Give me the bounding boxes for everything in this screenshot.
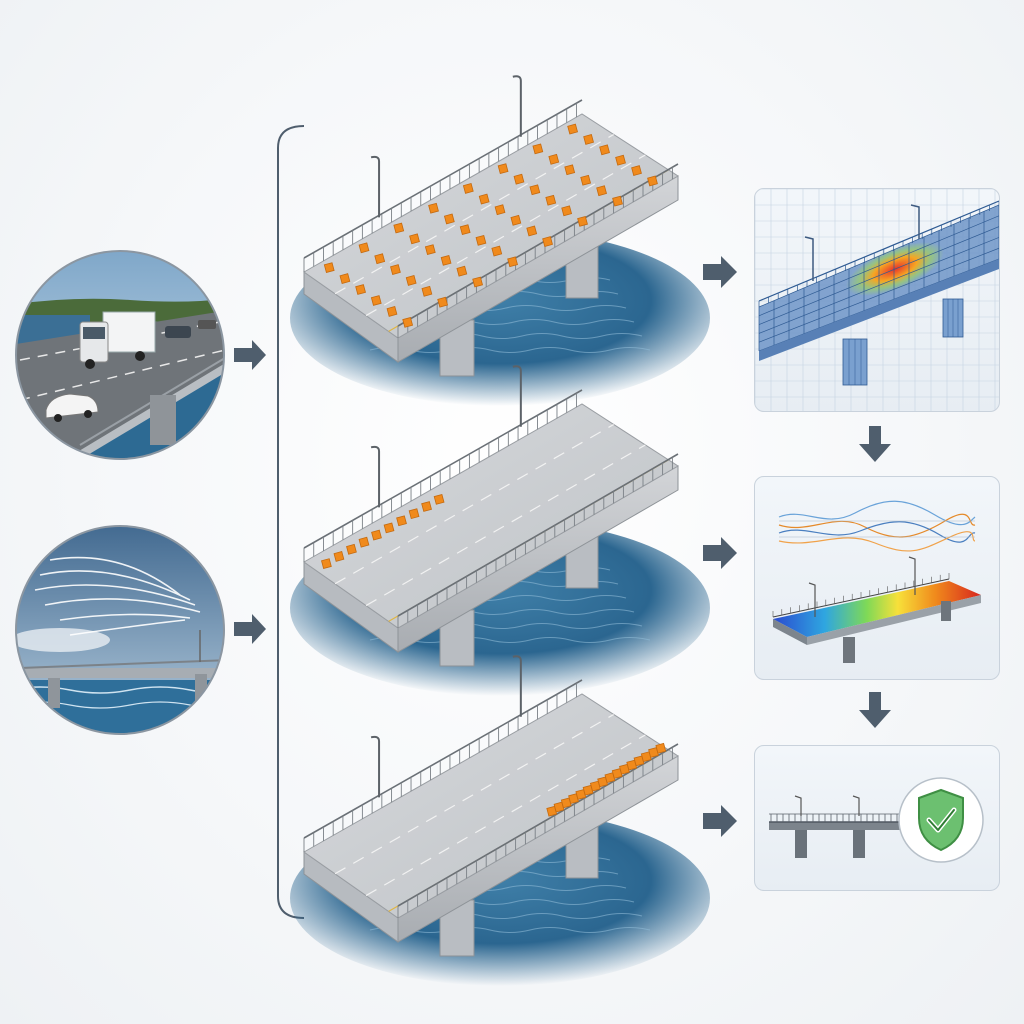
mesh-heatmap-icon (755, 189, 999, 411)
sensor-marker (438, 297, 448, 307)
edge-sensor-layout-a (290, 366, 710, 696)
sensor-marker (479, 194, 489, 204)
sensor-marker (530, 185, 540, 195)
waveform-heatmap-icon (755, 477, 999, 679)
sensor-marker (397, 516, 407, 526)
sensor-marker (473, 277, 483, 287)
sensor-marker (463, 184, 473, 194)
sensor-marker (476, 235, 486, 245)
signal-response-panel (754, 476, 1000, 680)
sensor-marker (334, 552, 344, 562)
sensor-marker (422, 502, 432, 512)
street-lamp (513, 76, 521, 136)
sensor-marker (403, 317, 413, 327)
layout1-to-panel1-arrow (703, 256, 737, 288)
safety-assessment-panel (754, 745, 1000, 891)
sensor-marker (549, 154, 559, 164)
sensor-marker (410, 234, 420, 244)
sensor-marker (359, 243, 369, 253)
wind-scene-icon (10, 520, 230, 740)
sensor-marker (340, 274, 350, 284)
sensor-marker (434, 494, 444, 504)
sensor-marker (597, 186, 607, 196)
sensor-marker (422, 286, 432, 296)
shield-check-icon (755, 746, 999, 890)
street-lamp (371, 447, 379, 508)
sensor-marker (375, 254, 385, 264)
sensor-marker (527, 226, 537, 236)
sensor-marker (387, 307, 397, 317)
sensor-marker (391, 265, 401, 275)
layouts-bracket (278, 126, 304, 918)
sensor-marker (429, 203, 439, 213)
sensor-marker (511, 215, 521, 225)
sensor-marker (568, 124, 578, 134)
sensor-marker (495, 205, 505, 215)
sensor-marker (562, 206, 572, 216)
sensor-marker (498, 164, 508, 174)
sensor-marker (384, 523, 394, 533)
wind-to-layouts-arrow (234, 614, 266, 644)
sensor-marker (581, 175, 591, 185)
street-lamp (371, 737, 379, 798)
sensor-marker (371, 296, 381, 306)
layout3-to-panel3-arrow (703, 805, 737, 837)
sensor-marker (616, 155, 626, 165)
sensor-marker (584, 135, 594, 145)
sensor-marker (533, 144, 543, 154)
street-lamp (371, 157, 379, 218)
sensor-marker (441, 255, 451, 265)
sensor-marker (460, 225, 470, 235)
sensor-marker (514, 174, 524, 184)
sensor-marker (578, 216, 588, 226)
sensor-marker (565, 165, 575, 175)
sensor-marker (543, 237, 553, 247)
sensor-marker (406, 276, 416, 286)
edge-sensor-layout-b (290, 656, 710, 986)
finite-element-model-panel (754, 188, 1000, 412)
sensor-marker (372, 530, 382, 540)
sensor-layouts-group (290, 76, 710, 986)
sensor-marker (356, 285, 366, 295)
sensor-marker (457, 266, 467, 276)
sensor-marker (324, 263, 334, 273)
traffic-scene-icon (10, 250, 230, 470)
sensor-marker (632, 166, 642, 176)
sensor-marker (347, 544, 357, 554)
panel2-to-panel3-arrow (859, 692, 891, 728)
sensor-marker (425, 245, 435, 255)
sensor-marker (359, 537, 369, 547)
panel1-to-panel2-arrow (859, 426, 891, 462)
full-grid-sensor-layout (290, 76, 710, 406)
traffic-to-layouts-arrow (234, 340, 266, 370)
layout2-to-panel2-arrow (703, 537, 737, 569)
sensor-marker (656, 743, 666, 753)
sensor-marker (492, 246, 502, 256)
sensor-marker (508, 257, 518, 267)
sensor-marker (613, 196, 623, 206)
sensor-marker (600, 145, 610, 155)
sensor-marker (444, 214, 454, 224)
sensor-marker (648, 176, 658, 186)
sensor-marker (409, 509, 419, 519)
sensor-marker (394, 223, 404, 233)
sensor-marker (546, 195, 556, 205)
sensor-marker (322, 559, 332, 569)
